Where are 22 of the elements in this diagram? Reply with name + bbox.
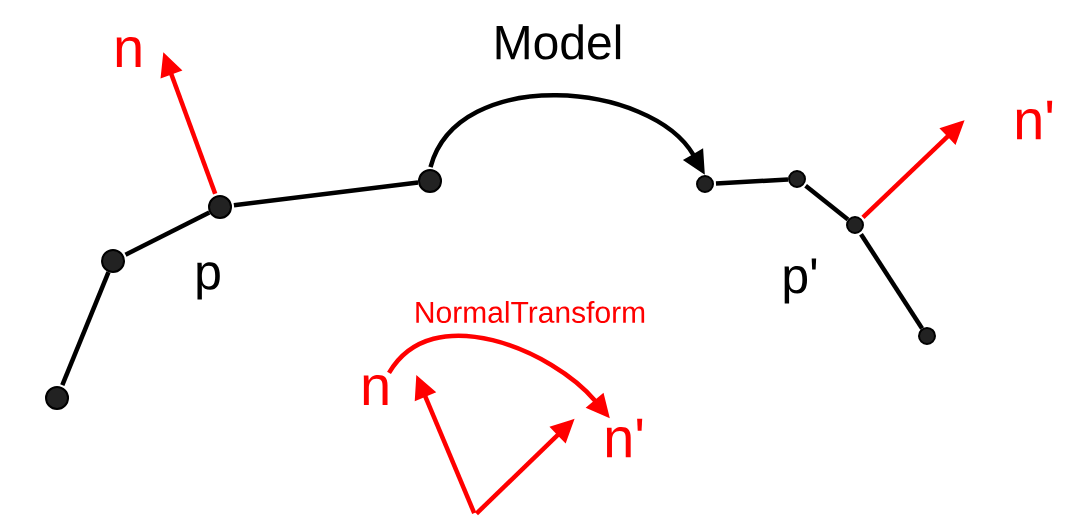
vertex-dot [696, 175, 714, 193]
polyline-segment [859, 233, 924, 330]
vertex-dot [918, 327, 936, 345]
vector-label: n' [606, 418, 643, 458]
vertex-dot [101, 249, 125, 273]
vertex-dot [208, 195, 232, 219]
vector-label: n' [1016, 100, 1053, 140]
point-label: p' [784, 258, 817, 304]
vector-label: n [116, 36, 141, 68]
polyline-segment [60, 271, 111, 386]
polyline-segment [233, 180, 419, 208]
vertex-dot [45, 386, 69, 410]
polyline-segment [804, 184, 850, 222]
vertex-dot [846, 216, 864, 234]
edge-label: Model [496, 24, 621, 60]
edge-label: NormalTransform [416, 300, 645, 323]
point-label: p [197, 262, 220, 300]
vertex-dot [418, 169, 442, 193]
vertex-dot [788, 170, 806, 188]
polyline-segment [715, 177, 789, 186]
vector-label: n [363, 374, 388, 406]
polyline-segment [124, 210, 211, 257]
